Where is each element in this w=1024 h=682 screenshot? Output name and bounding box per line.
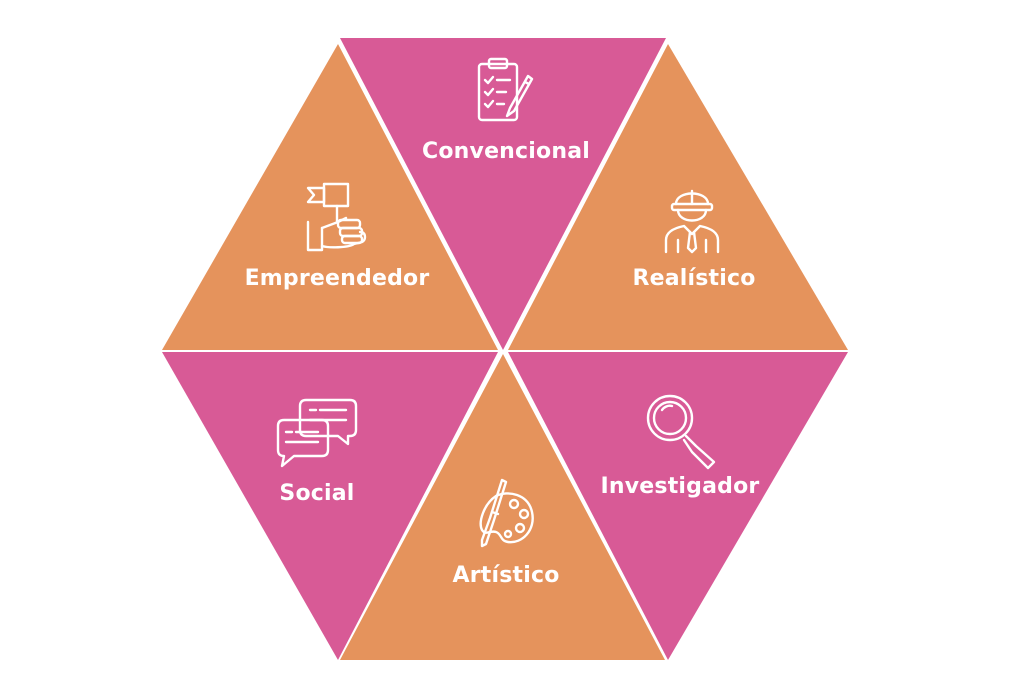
clipboard-checklist-icon — [477, 57, 534, 122]
label-convencional: Convencional — [422, 139, 590, 164]
segment-empreendedor — [162, 44, 498, 350]
paint-palette-icon — [479, 478, 534, 548]
segment-investigador — [508, 352, 848, 660]
speech-bubbles-icon — [276, 398, 358, 468]
construction-worker-icon — [664, 189, 720, 254]
label-investigador: Investigador — [601, 474, 760, 499]
hand-flag-icon — [306, 182, 367, 252]
segment-convencional — [340, 38, 666, 350]
label-empreendedor: Empreendedor — [245, 266, 430, 291]
magnifying-glass-icon — [646, 394, 716, 470]
label-social: Social — [279, 481, 354, 506]
label-artistico: Artístico — [452, 563, 559, 588]
segment-social — [162, 352, 498, 660]
label-realistico: Realístico — [632, 266, 755, 291]
segment-artistico — [340, 354, 665, 660]
